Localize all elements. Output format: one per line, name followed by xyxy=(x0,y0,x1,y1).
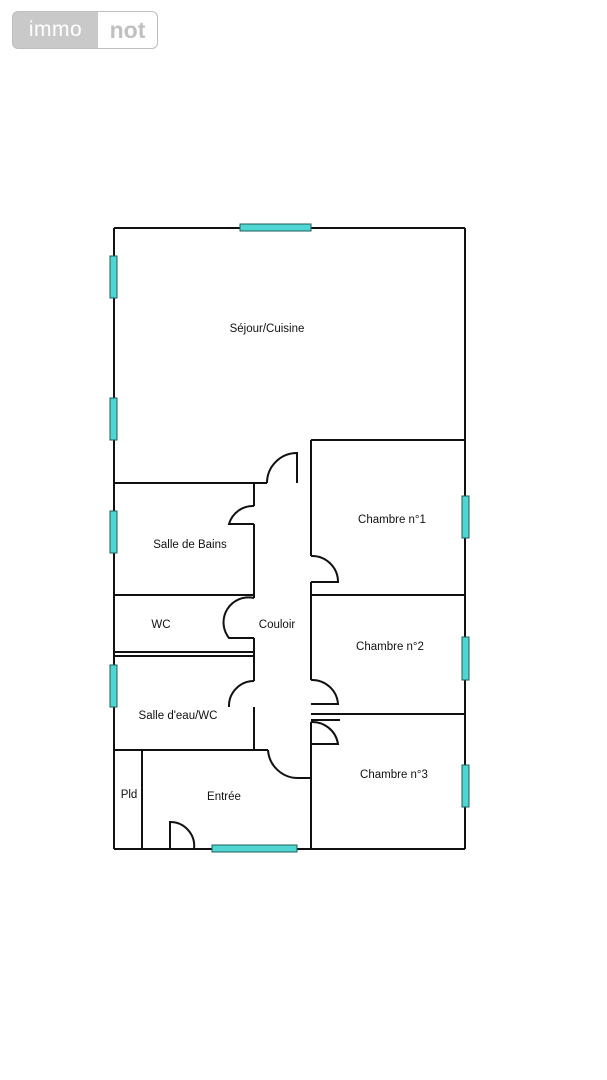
window-sejour-top xyxy=(239,223,312,232)
room-label-couloir: Couloir xyxy=(259,619,296,631)
room-labels: Séjour/Cuisine Chambre n°1 Salle de Bain… xyxy=(121,323,428,803)
door-sejour-couloir xyxy=(266,451,298,484)
door-couloir-entree xyxy=(267,749,311,780)
room-label-pld: Pld xyxy=(121,789,138,801)
room-label-sejour-cuisine: Séjour/Cuisine xyxy=(230,323,305,335)
door-salle-eau xyxy=(227,680,255,708)
door-salle-bains xyxy=(227,504,255,525)
window-sejour-left-2 xyxy=(109,397,118,441)
room-label-entree: Entrée xyxy=(207,791,241,803)
room-label-wc: WC xyxy=(151,619,170,631)
window-sejour-left-1 xyxy=(109,255,118,299)
room-label-salle-bains: Salle de Bains xyxy=(153,539,227,551)
room-label-salle-eau: Salle d'eau/WC xyxy=(139,710,218,722)
doors xyxy=(169,451,340,850)
room-label-chambre1: Chambre n°1 xyxy=(358,514,426,526)
window-chambre2 xyxy=(461,636,470,681)
window-salle-bains xyxy=(109,510,118,554)
door-chambre3 xyxy=(310,720,340,745)
windows xyxy=(109,223,470,853)
logo-text-not: not xyxy=(98,12,157,48)
door-chambre1 xyxy=(310,554,340,583)
logo-text-immo: immo xyxy=(28,18,83,41)
immonot-logo: immo not xyxy=(12,11,158,49)
window-entree xyxy=(211,844,298,853)
window-chambre3 xyxy=(461,764,470,808)
window-chambre1 xyxy=(461,495,470,539)
door-chambre2 xyxy=(310,678,340,705)
room-label-chambre2: Chambre n°2 xyxy=(356,641,424,653)
window-salle-eau xyxy=(109,664,118,708)
door-entree-front xyxy=(169,820,196,850)
door-wc xyxy=(222,596,255,639)
room-label-chambre3: Chambre n°3 xyxy=(360,769,428,781)
